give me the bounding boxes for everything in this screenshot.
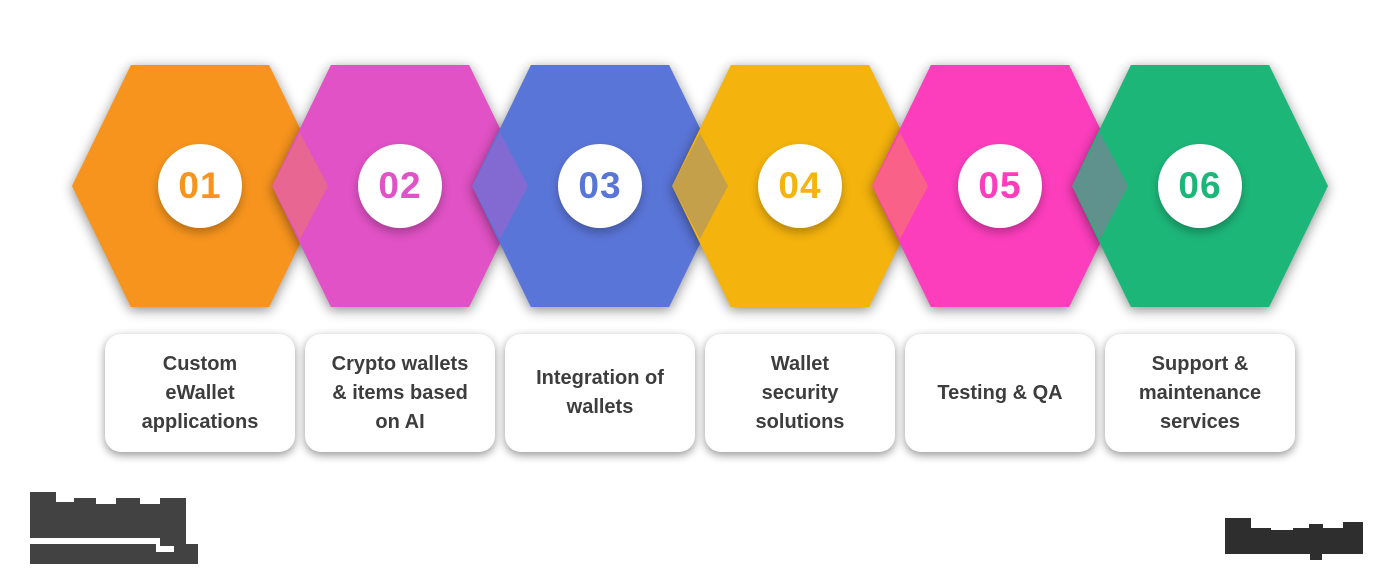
redacted-logo-underline: [30, 552, 198, 564]
step-number: 03: [578, 165, 622, 206]
step-number-circle-6: 06: [1158, 144, 1242, 228]
step-number: 05: [978, 165, 1022, 206]
redacted-watermark-bottom-right: [1225, 516, 1363, 554]
redacted-watermark-descender: [1310, 550, 1322, 560]
step-number: 04: [778, 165, 822, 206]
redacted-logo-underline-segment: [30, 544, 156, 552]
step-label: Crypto wallets & items based on AI: [331, 352, 469, 433]
step-number: 06: [1178, 165, 1222, 206]
redacted-logo-underline-segment: [174, 544, 198, 552]
step-number-circle-4: 04: [758, 144, 842, 228]
step-number-circle-3: 03: [558, 144, 642, 228]
step-label: Integration of wallets: [536, 367, 664, 418]
step-label: Testing & QA: [937, 381, 1063, 404]
step-label: Support & maintenance services: [1138, 352, 1262, 433]
step-label-card-2: Crypto wallets & items based on AI: [305, 334, 495, 452]
step-label-card-6: Support & maintenance services: [1105, 334, 1295, 452]
step-label-card-5: Testing & QA: [905, 334, 1095, 452]
step-number-circle-5: 05: [958, 144, 1042, 228]
step-label-card-3: Integration of wallets: [505, 334, 695, 452]
step-label-card-1: Custom eWallet applications: [105, 334, 295, 452]
step-number-circle-2: 02: [358, 144, 442, 228]
step-label: Wallet security solutions: [755, 352, 845, 433]
step-number-circle-1: 01: [158, 144, 242, 228]
redacted-logo-bottom-left: [30, 492, 186, 546]
step-number: 02: [378, 165, 422, 206]
step-label: Custom eWallet applications: [141, 352, 259, 433]
step-label-card-4: Wallet security solutions: [705, 334, 895, 452]
step-number: 01: [178, 165, 222, 206]
